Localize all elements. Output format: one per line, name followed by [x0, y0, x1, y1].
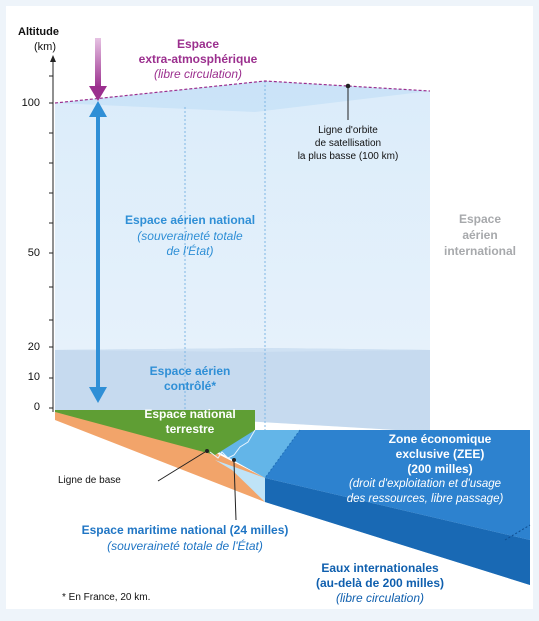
baseline-label: Ligne de base	[58, 475, 121, 486]
extra-atmo-title: Espace	[176, 37, 220, 51]
controlled-airspace-top	[55, 348, 430, 352]
zee-label-3: (200 milles)	[407, 462, 473, 476]
sea-surface-territorial	[215, 430, 300, 478]
maritime-title: Espace maritime national (24 milles)	[81, 523, 289, 537]
extra-atmo-subtitle: (libre circulation)	[153, 67, 243, 81]
national-air-title: Espace aérien national	[124, 213, 256, 227]
maritime-subtitle: (souveraineté totale de l'État)	[107, 539, 263, 553]
coastline	[209, 429, 256, 459]
tick-label-100: 100	[21, 97, 40, 109]
extra-atmo-title-2: extra-atmosphérique	[138, 52, 258, 66]
maritime-point	[232, 458, 236, 462]
extra-atmo-arrow-shaft	[95, 38, 101, 88]
sea-front-face-dark	[265, 478, 530, 585]
tick-label-20: 20	[27, 341, 40, 353]
zee-label-2: exclusive (ZEE)	[395, 447, 485, 461]
intl-air-label-3: international	[443, 244, 516, 258]
orange-soil-face	[55, 412, 265, 502]
baseline-leader	[157, 451, 206, 482]
axis-minor-ticks	[49, 75, 53, 409]
national-air-subtitle-1: (souveraineté totale	[137, 229, 243, 243]
intl-waters-label-3: (libre circulation)	[335, 591, 425, 605]
intl-waters-label-1: Eaux internationales	[321, 561, 439, 575]
zee-label-4: (droit d'exploitation et d'usage	[348, 478, 502, 490]
land-label-1: Espace national	[144, 407, 236, 421]
zee-label-1: Zone économique	[388, 432, 492, 446]
baseline-point	[205, 449, 209, 453]
orbit-label-3: la plus basse (100 km)	[297, 151, 399, 162]
zee-label-5: des ressources, libre passage)	[346, 493, 504, 505]
airspace-top-face	[55, 81, 430, 112]
sea-surface-zee	[255, 430, 530, 540]
tick-label-50: 50	[27, 247, 40, 259]
extra-atmo-arrow-head	[89, 86, 107, 101]
maritime-leader	[233, 461, 237, 521]
maritime-limit-dotted	[264, 429, 301, 479]
controlled-air-label-1: Espace aérien	[149, 364, 231, 378]
land-label-2: terrestre	[165, 422, 215, 436]
land-surface	[55, 410, 255, 455]
national-air-arrow-bottom	[89, 387, 107, 403]
orbit-point	[345, 83, 351, 89]
controlled-air-label-2: contrôlé*	[163, 379, 216, 393]
orbit-label-1: Ligne d'orbite	[318, 125, 378, 136]
intl-air-label-2: aérien	[462, 228, 498, 242]
orbit-label-2: de satellisation	[314, 138, 382, 149]
space-boundary-line	[54, 80, 431, 104]
axis-title: Altitude	[18, 26, 59, 38]
altitude-axis-arrow	[50, 55, 56, 62]
airspace-volume	[55, 81, 430, 432]
intl-waters-label-2: (au-delà de 200 milles)	[315, 576, 445, 590]
national-air-arrow-top	[89, 101, 107, 117]
national-air-subtitle-2: de l'État)	[166, 244, 214, 258]
intl-air-label-1: Espace	[458, 212, 502, 226]
zee-limit-dotted	[504, 524, 531, 541]
light-blue-front	[215, 460, 265, 502]
tick-label-0: 0	[33, 401, 40, 413]
footnote: * En France, 20 km.	[62, 592, 151, 603]
axis-unit: (km)	[34, 41, 56, 53]
tick-label-10: 10	[27, 371, 40, 383]
bottom-band	[0, 609, 539, 621]
